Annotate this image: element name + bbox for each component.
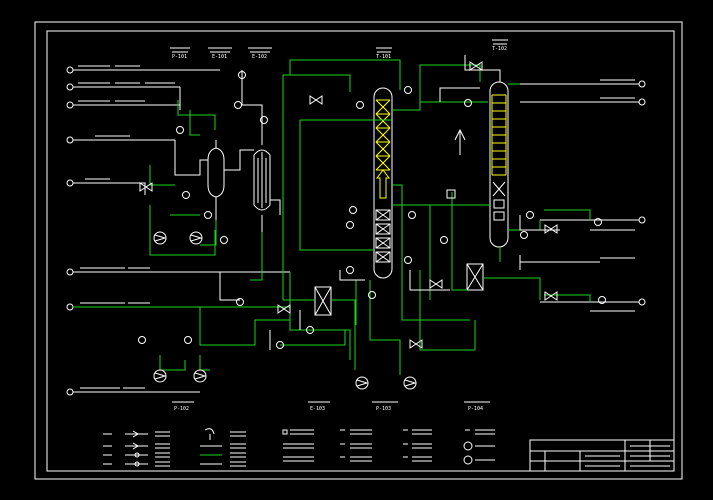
pump-1 [153, 231, 167, 245]
outer-border [34, 21, 683, 480]
pump-5 [355, 376, 369, 390]
feed-line-2 [66, 82, 180, 91]
white-piping [130, 55, 560, 350]
title-block [529, 439, 675, 472]
tag-8: P-103 [376, 406, 391, 412]
legend-col-2 [125, 430, 170, 467]
tag-4: T-101 [376, 54, 391, 60]
tag-9: P-104 [468, 406, 483, 412]
tag-1: P-101 [172, 54, 187, 60]
column-t101-trays [375, 99, 391, 263]
legend [103, 428, 495, 467]
tag-5: T-102 [492, 46, 507, 52]
feed-line-8 [66, 387, 200, 396]
pumps [153, 231, 417, 390]
legend-col-6 [403, 429, 432, 462]
inner-border [46, 30, 675, 472]
column-t102 [489, 81, 509, 248]
heat-exchanger-vertical [253, 135, 271, 232]
legend-col-5 [340, 429, 372, 462]
tag-6: P-102 [174, 406, 189, 412]
legend-col-7 [463, 429, 495, 465]
instruments [138, 71, 606, 349]
feed-line-3 [66, 100, 180, 109]
pump-2 [189, 231, 203, 245]
column-t101 [373, 87, 393, 279]
legend-col-4 [282, 429, 314, 462]
pump-6 [403, 376, 417, 390]
tag-2: E-101 [212, 54, 227, 60]
feed-lines [66, 65, 290, 396]
tag-7: E-103 [310, 406, 325, 412]
legend-col-3 [200, 428, 246, 467]
pump-4 [193, 369, 207, 383]
feed-line-7 [66, 302, 290, 311]
reactor-vessel [207, 140, 225, 220]
legend-col-1 [103, 433, 112, 465]
feed-line-4 [66, 135, 175, 144]
tag-3: E-102 [252, 54, 267, 60]
valves [139, 61, 558, 349]
feed-line-1 [66, 65, 220, 74]
column-t102-trays [491, 94, 507, 221]
exchanger-e104 [466, 263, 484, 291]
product-lines [520, 79, 646, 312]
feed-line-6 [66, 267, 290, 276]
exchanger-e103 [314, 286, 332, 316]
pump-3 [153, 369, 167, 383]
feed-line-5 [66, 178, 130, 187]
equipment-tags: P-101 E-101 E-102 T-101 T-102 P-102 E-10… [170, 39, 508, 412]
